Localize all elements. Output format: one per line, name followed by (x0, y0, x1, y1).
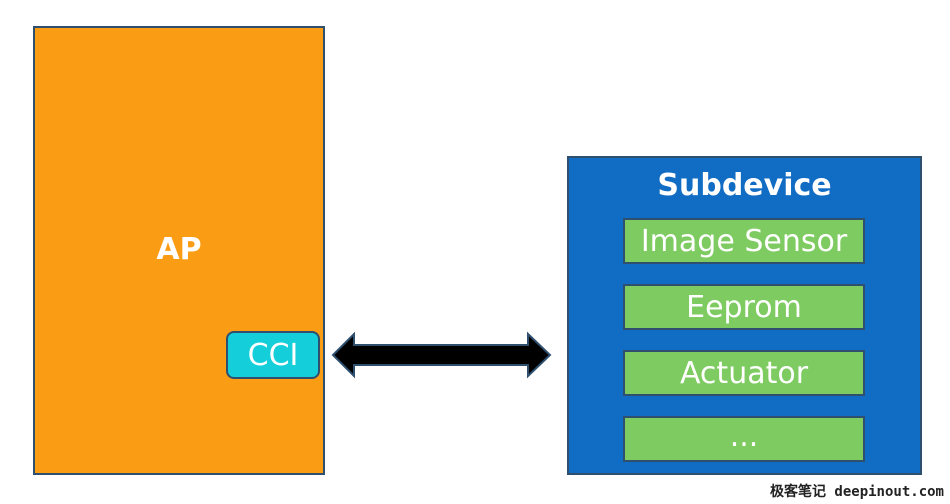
cci-box: CCI (226, 331, 320, 379)
bidirectional-arrow (331, 331, 552, 379)
module-actuator: Actuator (623, 350, 865, 396)
bidirectional-arrow-shape (331, 331, 552, 379)
ap-block (33, 26, 325, 475)
module-image-sensor: Image Sensor (623, 218, 865, 264)
subdevice-title: Subdevice (657, 168, 832, 203)
watermark-text: 极客笔记 deepinout.com (769, 484, 944, 500)
ap-label: AP (156, 232, 202, 267)
module-more: ... (623, 416, 865, 462)
module-eeprom: Eeprom (623, 284, 865, 330)
